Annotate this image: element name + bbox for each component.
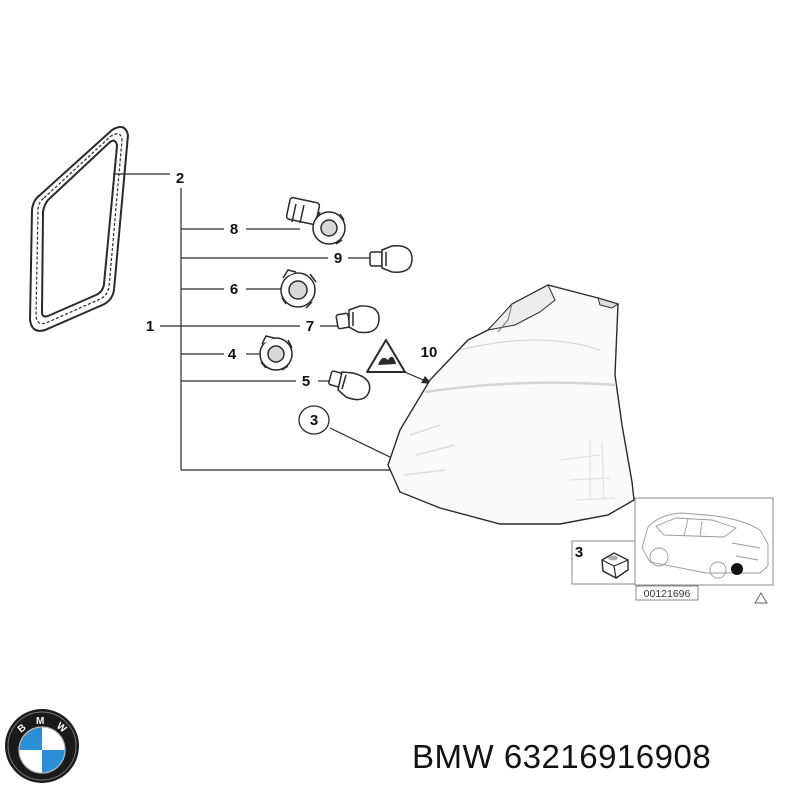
bulb-socket-6: [280, 269, 317, 309]
inset-callout-3: 3: [575, 544, 583, 561]
bulb-9: [369, 245, 413, 273]
location-dot: [731, 563, 743, 575]
callout-3: 3: [310, 412, 318, 429]
callout-3-circle: [298, 405, 330, 435]
gasket: [28, 125, 130, 332]
warning-triangle-icon: [366, 339, 406, 373]
small-triangle-icon: [754, 592, 768, 604]
callout-4: 4: [228, 346, 237, 363]
callout-6: 6: [230, 281, 238, 298]
bmw-logo: B M W: [5, 709, 79, 783]
part-number-caption: BMW 63216916908: [412, 738, 712, 775]
callout-9: 9: [334, 250, 342, 267]
callout-10: 10: [421, 344, 438, 361]
callout-7: 7: [306, 318, 314, 335]
callout-2: 2: [176, 170, 184, 187]
bulb-socket-4: [259, 335, 293, 371]
vehicle-inset: [634, 497, 774, 586]
callout-5: 5: [302, 373, 310, 390]
bulb-5: [328, 370, 371, 401]
bulb-7: [335, 305, 380, 334]
part3-inset: [571, 540, 636, 585]
code-box: [635, 585, 699, 601]
callout-8: 8: [230, 221, 238, 238]
bulb-socket-8: [285, 196, 346, 245]
svg-text:M: M: [36, 716, 44, 727]
inset-code: 00121696: [644, 588, 691, 600]
tail-lamp: [387, 284, 635, 525]
leader-lines: [113, 173, 429, 471]
callout-1: 1: [146, 318, 154, 335]
